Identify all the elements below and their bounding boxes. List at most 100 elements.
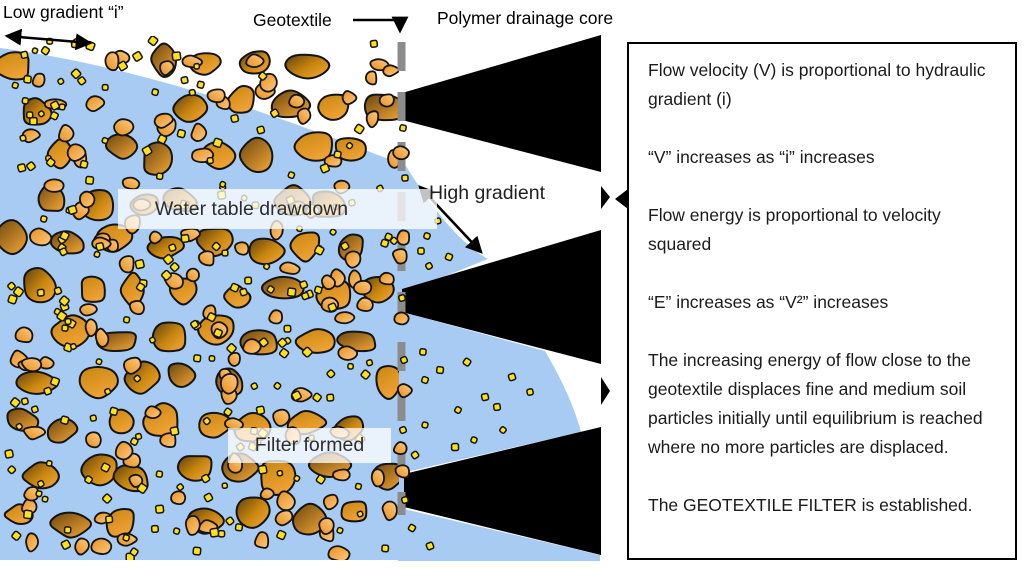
soil-particle [341, 90, 358, 106]
fine-particle [360, 369, 371, 380]
soil-particle [238, 136, 274, 174]
fine-particle [19, 134, 27, 142]
fine-particle [11, 530, 22, 541]
soil-particle [184, 515, 201, 536]
fine-particle [492, 402, 502, 412]
fine-particle [155, 470, 164, 478]
fine-particle [122, 316, 131, 324]
soil-particle [129, 300, 145, 316]
soil-particle [279, 261, 301, 275]
soil-particle [0, 219, 28, 256]
soil-particle [392, 248, 408, 265]
soil-particle [340, 500, 368, 523]
fine-particle [60, 539, 72, 550]
soil-particle [370, 468, 385, 488]
fine-particle [169, 262, 180, 272]
fine-particle [30, 405, 39, 414]
fine-particle [225, 516, 235, 526]
soil-particle [234, 241, 250, 256]
fine-particle [136, 482, 148, 494]
fine-particle [61, 324, 69, 332]
fine-particle [100, 462, 111, 473]
soil-particle [272, 408, 291, 427]
soil-particle [148, 230, 163, 245]
soil-particle [289, 231, 321, 263]
fine-particle [262, 262, 271, 271]
fine-particle [211, 241, 221, 252]
soil-particle [90, 537, 113, 555]
fine-particle [63, 526, 72, 534]
fine-particle [399, 355, 409, 365]
core-box-tick [615, 189, 628, 209]
soil-particle [334, 137, 367, 162]
soil-particle [259, 487, 275, 501]
soil-particle [66, 143, 87, 162]
fine-particle [109, 406, 119, 416]
geotextile-label: Geotextile [253, 10, 332, 30]
high-gradient-label: High gradient [429, 182, 545, 204]
soil-particle [85, 95, 106, 113]
fine-particle [230, 114, 240, 123]
soil-particle [79, 190, 96, 209]
fine-particle [203, 492, 214, 503]
soil-particle [114, 440, 134, 461]
fine-particle [256, 125, 266, 135]
soil-particle [356, 296, 374, 312]
soil-particle [14, 326, 34, 344]
fine-particle [64, 317, 72, 326]
soil-particle [25, 532, 39, 553]
soil-particle [23, 266, 57, 304]
soil-particle [128, 473, 144, 488]
fine-particle [134, 432, 143, 441]
geotextile-dash [397, 342, 406, 371]
fine-particle [180, 233, 190, 244]
fine-particle [221, 249, 229, 257]
filter-cake-particles [392, 124, 413, 505]
fine-particle [45, 459, 53, 467]
soil-particle [396, 229, 411, 246]
info-paragraph: Flow energy is proportional to velocity … [648, 205, 941, 254]
fine-particle [129, 547, 139, 557]
fine-particle [49, 100, 60, 111]
fine-particle [20, 50, 29, 60]
fine-particle [425, 541, 435, 551]
soil-particle [170, 490, 187, 506]
fine-particle [104, 515, 114, 524]
soil-particle [80, 275, 106, 303]
soil-particle [268, 309, 284, 325]
low-gradient-arrow [4, 28, 93, 51]
soil-particle [31, 72, 46, 88]
soil-particle [254, 531, 270, 549]
fine-particle [365, 359, 374, 367]
fine-particle [70, 68, 82, 80]
fine-particle [101, 493, 113, 504]
fine-particle [277, 337, 288, 348]
fine-particle [23, 74, 32, 84]
soil-particle [49, 511, 93, 539]
soil-particle [284, 53, 331, 80]
fine-particle [208, 355, 216, 362]
soil-particle [364, 70, 378, 86]
soil-particle [226, 84, 255, 114]
fine-particle [283, 324, 292, 333]
channel-water-bottom [398, 509, 600, 561]
fine-particle [301, 291, 310, 301]
fine-particle [462, 357, 472, 367]
fine-particle [420, 375, 430, 385]
fine-particle [151, 88, 160, 97]
soil-particle [176, 455, 213, 482]
fine-particle [147, 36, 159, 47]
fine-particle [45, 157, 56, 168]
fine-particle [141, 145, 153, 157]
fine-particle [209, 527, 220, 538]
soil-particle [123, 356, 142, 375]
info-paragraph: “V” increases as “i” increases [648, 147, 875, 167]
soil-particle [118, 255, 135, 274]
fine-particle [356, 510, 364, 518]
fine-particle [29, 116, 38, 126]
fine-particle [287, 171, 296, 180]
fine-particle [401, 174, 409, 182]
fine-particle [257, 464, 268, 475]
fine-particle [250, 382, 259, 391]
